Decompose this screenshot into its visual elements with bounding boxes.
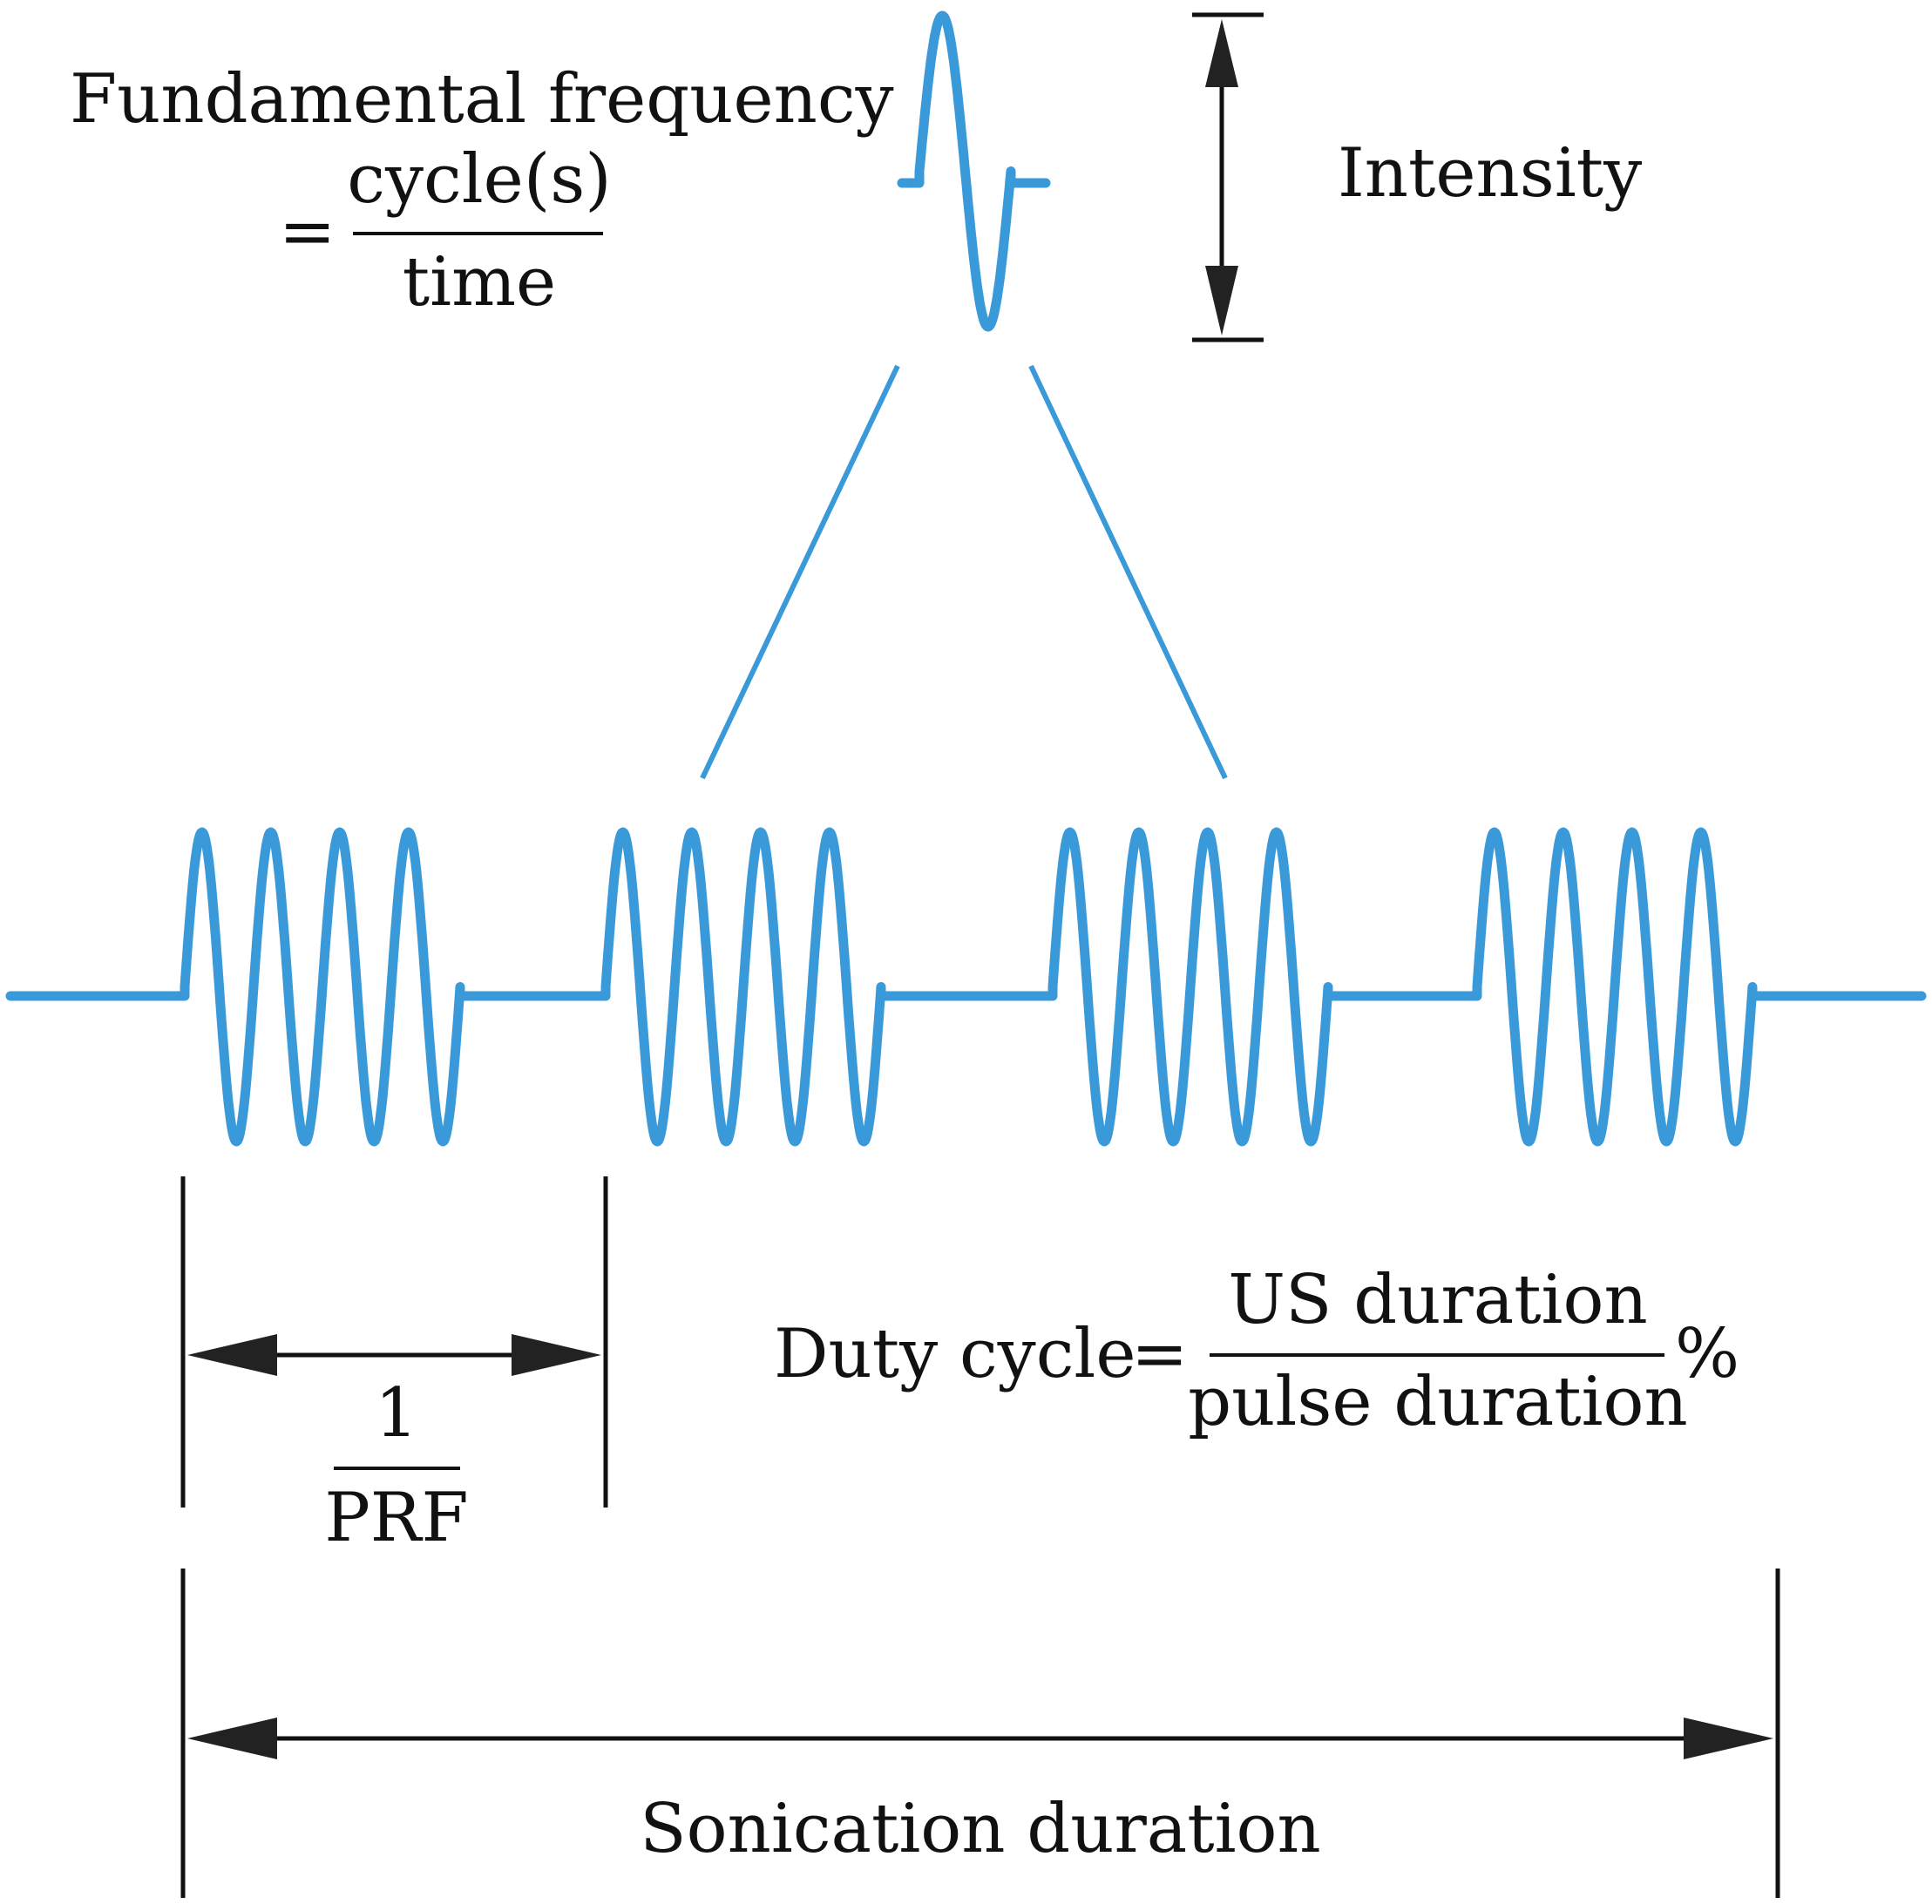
duty-cycle-formula: Duty cycle = US duration pulse duration … — [774, 1261, 1739, 1441]
pulse-train-waveform — [5, 827, 1927, 1147]
prf-arrow-right-head — [512, 1334, 601, 1376]
single-cycle-waveform — [897, 10, 1051, 332]
sonication-arrow-left-head — [187, 1718, 277, 1759]
sonication-duration-label: Sonication duration — [640, 1790, 1321, 1868]
sonication-arrow-right-head — [1684, 1718, 1773, 1759]
prf-arrow-left-head — [187, 1334, 277, 1376]
intensity-label: Intensity — [1338, 134, 1642, 213]
duty-cycle-denominator: pulse duration — [1188, 1363, 1688, 1441]
intensity-arrow-up-head — [1205, 19, 1238, 87]
fundamental-frequency-label: Fundamental frequency — [70, 60, 894, 139]
duty-cycle-label: Duty cycle — [774, 1315, 1136, 1393]
zoom-line-right — [1028, 364, 1228, 780]
prf-numerator: 1 — [375, 1374, 418, 1453]
prf-denominator: PRF — [324, 1479, 468, 1557]
fundamental-numerator: cycle(s) — [347, 140, 611, 219]
duty-cycle-equals-sign: = — [1131, 1315, 1188, 1393]
duty-cycle-percent: % — [1675, 1315, 1739, 1393]
fundamental-denominator: time — [403, 243, 556, 322]
duty-cycle-numerator: US duration — [1228, 1261, 1647, 1339]
prf-indicator: 1 PRF — [180, 1176, 608, 1557]
fundamental-frequency-formula: Fundamental frequency = cycle(s) time — [70, 60, 894, 322]
sonication-duration-indicator: Sonication duration — [180, 1569, 1780, 1898]
intensity-indicator: Intensity — [1192, 12, 1642, 342]
intensity-arrow-down-head — [1205, 266, 1238, 335]
fundamental-equals-sign: = — [279, 193, 336, 271]
zoom-line-left — [700, 364, 900, 780]
